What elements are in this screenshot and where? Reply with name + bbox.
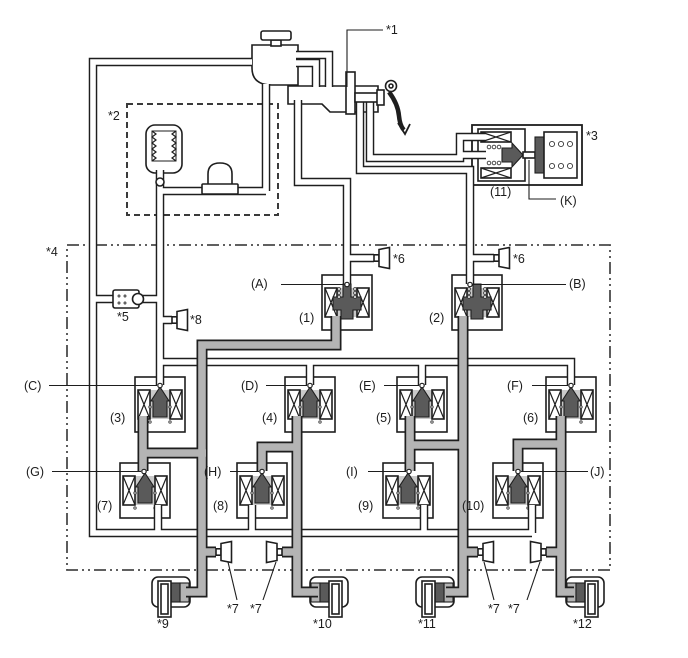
label-star-10: *10 <box>313 617 332 631</box>
label-valve-1: (1) <box>299 311 314 325</box>
label-star-7b: *7 <box>250 602 262 616</box>
pressure-sensor-icon <box>265 540 283 564</box>
labels: *1 *2 *3 *4 *5 *6 *6 *7 *7 *7 *7 *8 *9 *… <box>24 23 605 631</box>
label-letter-G: (G) <box>26 465 44 479</box>
label-valve-4: (4) <box>262 411 277 425</box>
label-star-1: *1 <box>386 23 398 37</box>
label-letter-E: (E) <box>359 379 376 393</box>
label-valve-11: (11) <box>490 185 511 199</box>
label-letter-H: (H) <box>204 465 221 479</box>
pressure-sensor-icon <box>171 308 189 332</box>
label-star-6b: *6 <box>513 252 525 266</box>
label-letter-K: (K) <box>560 194 577 208</box>
label-valve-2: (2) <box>429 311 444 325</box>
label-letter-D: (D) <box>241 379 258 393</box>
pressure-sensor-icon <box>493 246 511 270</box>
label-letter-J: (J) <box>590 465 605 479</box>
simulator-piston <box>534 136 545 174</box>
label-valve-7: (7) <box>97 499 112 513</box>
label-star-2: *2 <box>108 109 120 123</box>
reservoir-cap-neck <box>270 39 282 47</box>
label-valve-10: (10) <box>462 499 484 513</box>
wheel-cylinder-1 <box>151 576 191 618</box>
pressure-sensor-icon <box>529 540 547 564</box>
label-letter-B: (B) <box>569 277 586 291</box>
label-letter-C: (C) <box>24 379 41 393</box>
stroke-simulator-unit <box>471 124 583 186</box>
label-valve-6: (6) <box>523 411 538 425</box>
label-valve-3: (3) <box>110 411 125 425</box>
valve-11-armature <box>501 141 524 169</box>
label-star-6a: *6 <box>393 252 405 266</box>
label-star-7d: *7 <box>508 602 520 616</box>
simulator-spring-housing <box>543 131 578 179</box>
white-pipe-channels <box>90 52 574 536</box>
label-star-7a: *7 <box>227 602 239 616</box>
label-valve-8: (8) <box>213 499 228 513</box>
label-star-12: *12 <box>573 617 592 631</box>
brake-actuator-boundary-box <box>66 244 611 571</box>
pressure-sensor-icon <box>477 540 495 564</box>
leader-lines <box>49 29 588 601</box>
label-letter-F: (F) <box>507 379 523 393</box>
pedal-arrow-icon <box>397 122 411 136</box>
simulator-rod <box>522 151 536 159</box>
pressure-sensor-icon <box>373 246 391 270</box>
label-star-3: *3 <box>586 129 598 143</box>
label-star-7c: *7 <box>488 602 500 616</box>
fluid-pipe-channels <box>139 316 574 596</box>
label-star-9: *9 <box>157 617 169 631</box>
accumulator-port-fitting <box>155 177 165 187</box>
reservoir-cap <box>260 30 292 41</box>
pressure-sensor-icon <box>215 540 233 564</box>
reservoir <box>251 30 299 86</box>
label-star-11: *11 <box>418 617 436 631</box>
label-valve-9: (9) <box>358 499 373 513</box>
label-star-5: *5 <box>117 310 129 324</box>
pump <box>201 162 239 195</box>
power-supply-unit-boundary-box <box>126 103 279 216</box>
label-letter-A: (A) <box>251 277 268 291</box>
label-valve-5: (5) <box>376 411 391 425</box>
label-star-4: *4 <box>46 245 58 259</box>
label-letter-I: (I) <box>346 465 358 479</box>
brake-pedal <box>345 71 411 136</box>
accumulator <box>145 124 183 174</box>
check-valve <box>112 289 145 309</box>
label-star-8: *8 <box>190 313 202 327</box>
